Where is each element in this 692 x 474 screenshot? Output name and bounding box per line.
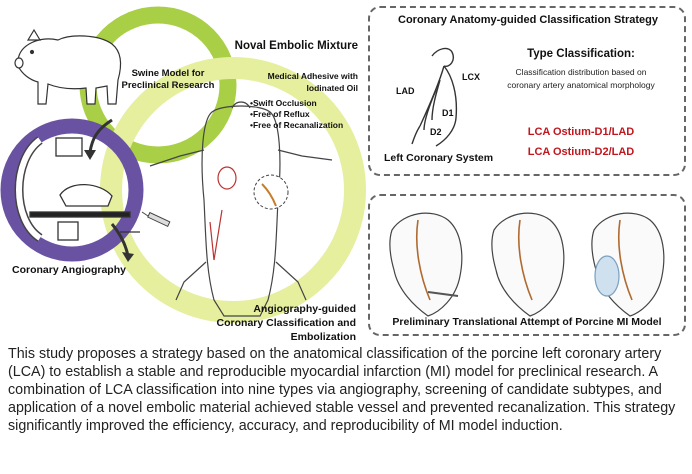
vessel-detail [261, 183, 277, 207]
type-description-line-1: Classification distribution based on [515, 67, 647, 77]
pig-illustration [14, 28, 122, 105]
type-description-line-2: coronary artery anatomical morphology [507, 80, 655, 90]
d1-label: D1 [442, 108, 454, 118]
strategy-title: Coronary Anatomy-guided Classification S… [398, 14, 658, 26]
abstract-caption: This study proposes a strategy based on … [8, 346, 676, 434]
classification-strategy-panel [368, 6, 686, 176]
mi-model-panel [368, 194, 686, 336]
angiography-label: Coronary Angiography [12, 264, 126, 276]
classification-line-2: Coronary Classification and Embolization [216, 317, 356, 343]
type-lca-d1: LCA Ostium-D1/LAD [527, 126, 635, 138]
classification-label: Angiography-guided Coronary Classificati… [180, 302, 356, 344]
left-coronary-diagram [411, 47, 458, 147]
swine-model-label: Swine Model for Preclinical Research [121, 68, 215, 91]
syringe-icon [141, 211, 171, 228]
embolization-ring [100, 57, 366, 323]
d2-label: D2 [430, 127, 442, 137]
supine-pig-illustration [149, 101, 333, 317]
lad-label: LAD [396, 86, 415, 96]
benefit-item: •Free of Reflux [250, 109, 310, 119]
left-coronary-system-label: Left Coronary System [384, 152, 494, 164]
embolic-subtitle: Medical Adhesive with Iodinated Oil [267, 71, 358, 93]
embolic-title: Noval Embolic Mixture [234, 40, 358, 52]
type-classification-title: Type Classification: [527, 48, 635, 60]
angiography-ring [0, 118, 144, 262]
classification-line-1: Angiography-guided [253, 303, 356, 315]
lcx-label: LCX [462, 72, 480, 82]
magnifier-icon [253, 174, 289, 210]
benefit-item: •Free of Recanalization [250, 120, 344, 130]
mi-model-title: Preliminary Translational Attempt of Por… [392, 316, 662, 328]
benefit-item: •Swift Occlusion [250, 98, 317, 108]
flow-arrows [84, 118, 134, 262]
heart-illustrations [389, 212, 665, 317]
c-arm-illustration [14, 136, 140, 242]
type-lca-d2: LCA Ostium-D2/LAD [527, 146, 635, 158]
type-description: Classification distribution based on cor… [496, 66, 666, 92]
benefit-list: •Swift Occlusion •Free of Reflux •Free o… [250, 98, 343, 131]
